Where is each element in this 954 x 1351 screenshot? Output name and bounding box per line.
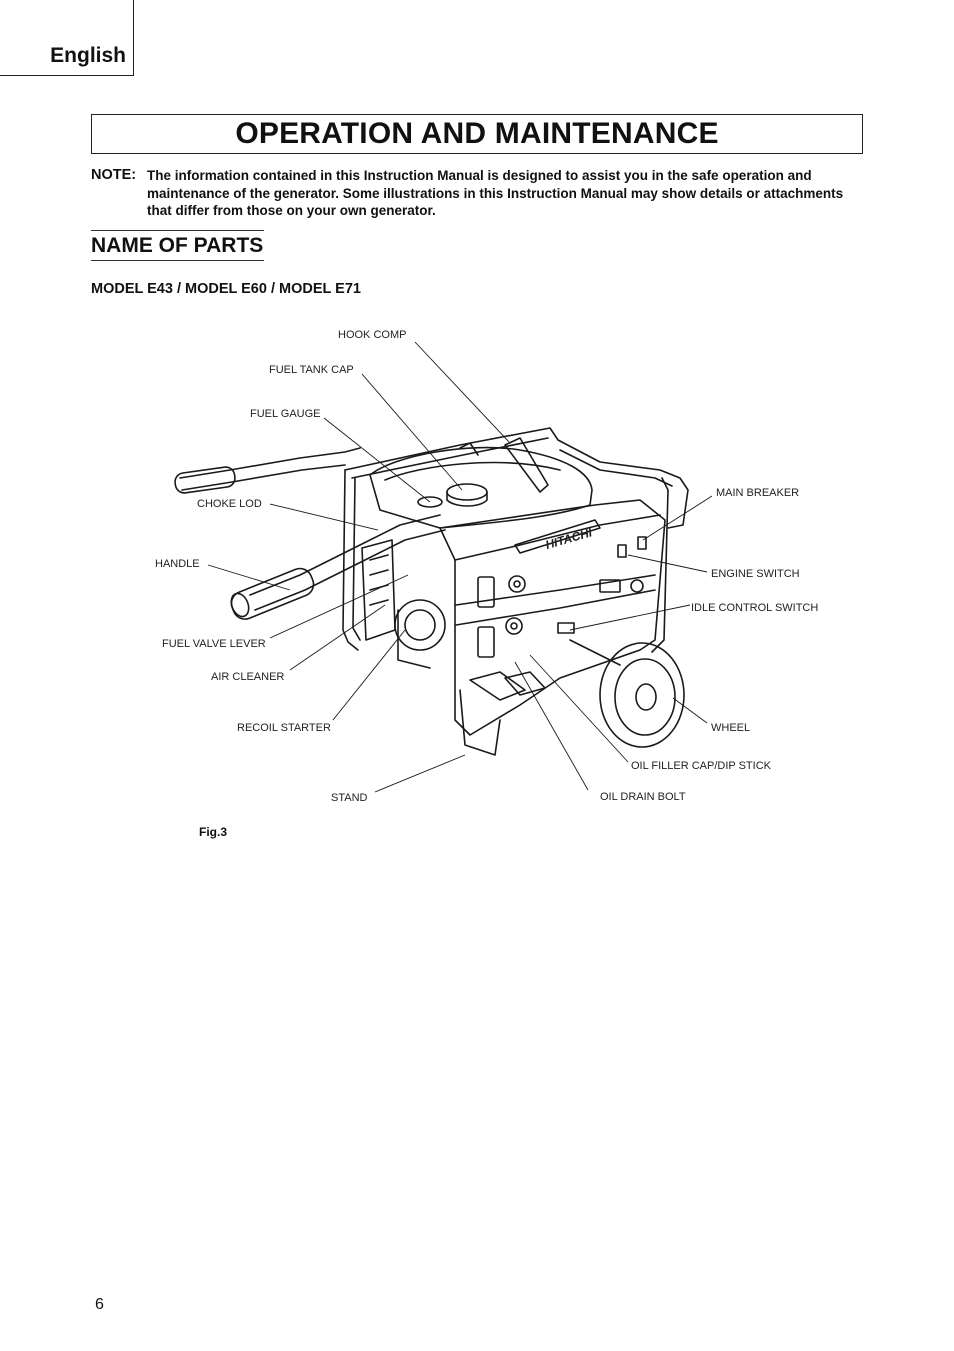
label-choke-lod: CHOKE LOD <box>197 498 262 510</box>
generator-diagram: HITACHI <box>155 329 818 804</box>
label-wheel: WHEEL <box>711 722 750 734</box>
page-number: 6 <box>95 1296 104 1313</box>
model-heading: MODEL E43 / MODEL E60 / MODEL E71 <box>91 281 361 297</box>
part-labels: HOOK COMP FUEL TANK CAP FUEL GAUGE CHOKE… <box>155 329 818 804</box>
label-stand: STAND <box>331 792 368 804</box>
page-title: OPERATION AND MAINTENANCE <box>235 117 719 150</box>
label-main-breaker: MAIN BREAKER <box>716 487 799 499</box>
figure-label: Fig.3 <box>199 825 228 839</box>
label-fuel-tank-cap: FUEL TANK CAP <box>269 364 354 376</box>
label-fuel-valve-lever: FUEL VALVE LEVER <box>162 638 266 650</box>
label-handle: HANDLE <box>155 558 200 570</box>
note-label: NOTE: <box>91 167 137 183</box>
label-engine-switch: ENGINE SWITCH <box>711 568 800 580</box>
section-heading: NAME OF PARTS <box>91 230 265 261</box>
hitachi-logo: HITACHI <box>544 525 594 552</box>
note-block: NOTE: The information contained in this … <box>91 167 863 220</box>
label-idle-control-switch: IDLE CONTROL SWITCH <box>691 602 818 614</box>
brand-logo-text: HITACHI <box>544 525 594 552</box>
generator-illustration: HITACHI <box>174 427 689 756</box>
leader-lines <box>207 341 713 793</box>
label-fuel-gauge: FUEL GAUGE <box>250 408 321 420</box>
label-hook-comp: HOOK COMP <box>338 329 406 341</box>
label-recoil-starter: RECOIL STARTER <box>237 722 331 734</box>
language-label: English <box>50 44 126 67</box>
note-text: The information contained in this Instru… <box>147 168 844 218</box>
page-title-box: OPERATION AND MAINTENANCE <box>91 114 863 154</box>
label-oil-drain-bolt: OIL DRAIN BOLT <box>600 791 686 803</box>
label-air-cleaner: AIR CLEANER <box>211 671 284 683</box>
section-title: NAME OF PARTS <box>91 234 264 257</box>
language-tab: English <box>0 0 134 76</box>
label-oil-filler-cap: OIL FILLER CAP/DIP STICK <box>631 760 772 772</box>
